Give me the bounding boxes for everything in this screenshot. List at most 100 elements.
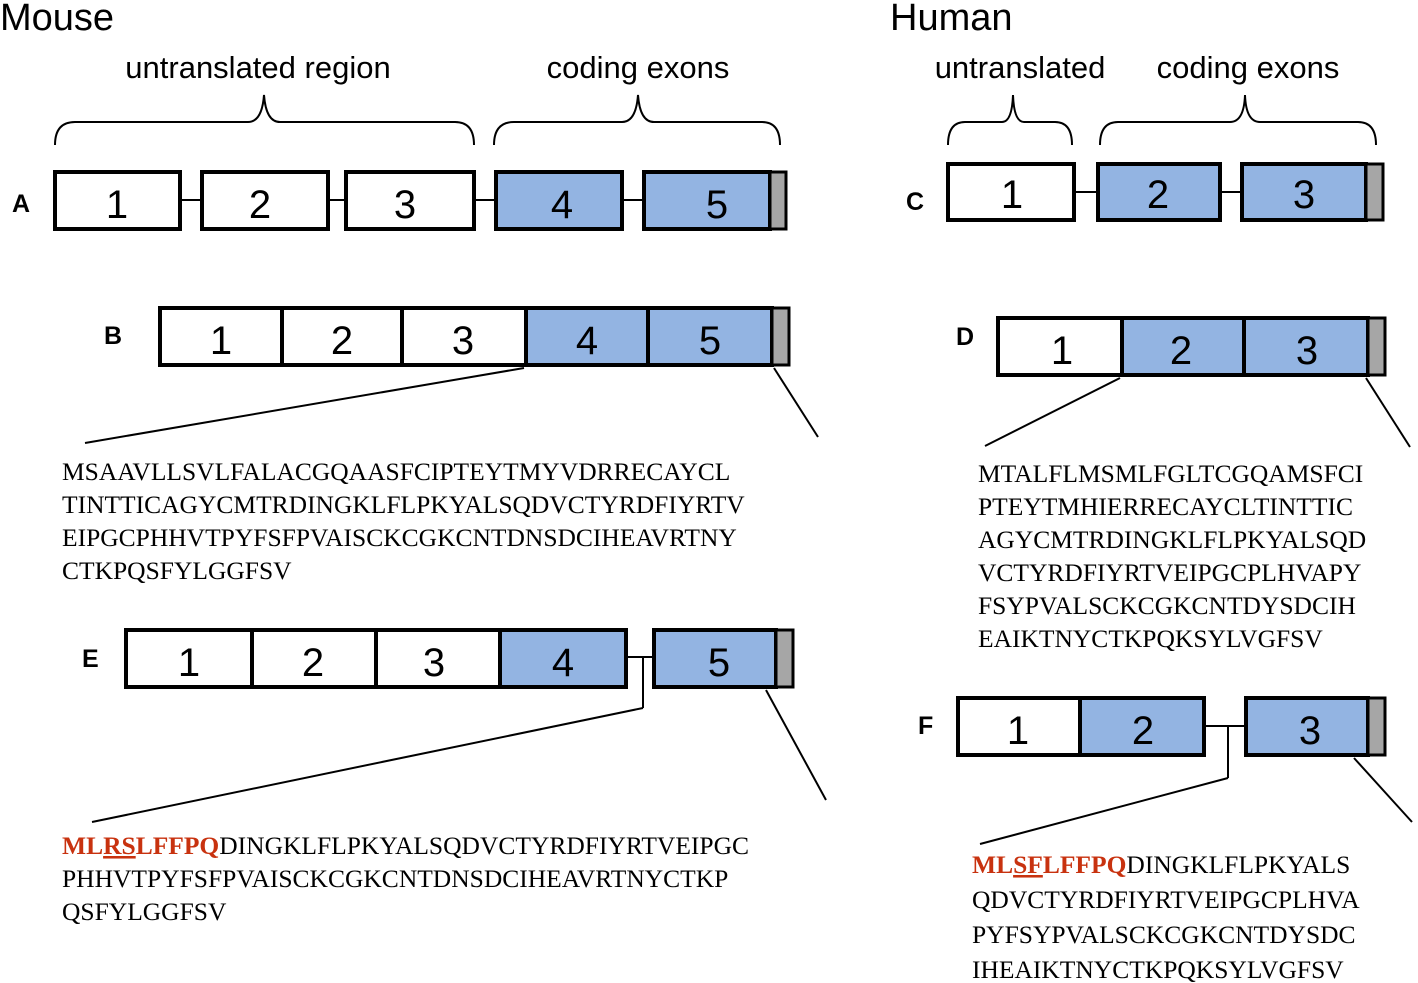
- sequence-line: AGYCMTRDINGKLFLPKYALSQD: [978, 525, 1366, 554]
- exon-box-2: [200, 170, 330, 231]
- exon-number: 1: [1007, 709, 1029, 753]
- exon-number: 4: [552, 641, 574, 685]
- exon-box-1: [158, 306, 284, 367]
- exon-box-3: [344, 170, 476, 231]
- human-coding-brace: [1099, 94, 1377, 146]
- signal-peptide: ML: [62, 831, 103, 860]
- exon-box-2: [1120, 316, 1246, 377]
- mutated-residues: RS: [103, 831, 136, 860]
- exon-number: 3: [1296, 329, 1318, 373]
- panel-b: B 1 2 3 4 5 MSAAVLLSVLFALACGQAASFCIPTEYT…: [62, 306, 819, 585]
- exon-number: 2: [331, 319, 353, 363]
- panel-letter-f: F: [918, 712, 933, 740]
- panel-letter-d: D: [956, 323, 974, 351]
- zoom-line-right: [765, 689, 827, 801]
- human-utr-brace: [947, 94, 1073, 146]
- zoom-line-right: [773, 367, 819, 438]
- exon-number: 3: [394, 183, 416, 227]
- exon-number: 3: [452, 319, 474, 363]
- exon-tail: [770, 306, 791, 367]
- zoom-line-right: [1365, 377, 1411, 448]
- sequence-line: MSAAVLLSVLFALACGQAASFCIPTEYTMYVDRRECAYCL: [62, 457, 730, 486]
- mouse-utr-label: untranslated region: [125, 50, 390, 85]
- exon-number: 5: [708, 641, 730, 685]
- exon-box-4: [494, 170, 624, 231]
- panel-f: F 1 2 3 MLSFLFFPQDINGKLFLPKYALS QDVCTYRD…: [918, 696, 1413, 983]
- zoom-line-left: [984, 377, 1121, 447]
- sequence-line: PYFSYPVALSCKCGKCNTDYSDC: [972, 920, 1356, 949]
- exon-number: 1: [210, 319, 232, 363]
- exon-number: 2: [1147, 173, 1169, 217]
- exon-box-1: [956, 696, 1082, 757]
- panel-letter-e: E: [82, 645, 99, 673]
- mouse-heading: Mouse: [0, 0, 114, 39]
- mutated-residues: SF: [1013, 850, 1043, 879]
- sequence-line: TINTTICAGYCMTRDINGKLFLPKYALSQDVCTYRDFIYR…: [62, 490, 745, 519]
- signal-peptide: LFFPQ: [1043, 850, 1127, 879]
- panel-a: A 1 2 3 4 5: [12, 170, 788, 231]
- exon-box-2: [1096, 162, 1222, 222]
- exon-number: 2: [1132, 709, 1154, 753]
- exon-tail: [774, 628, 795, 689]
- sequence-line: EIPGCPHHVTPYFSFPVAISCKCGKCNTDNSDCIHEAVRT…: [62, 523, 737, 552]
- exon-box-1: [53, 170, 182, 231]
- panel-e: E 1 2 3 4 5 MLRSLFFPQDINGKLFLPKYALSQDVCT…: [62, 628, 827, 926]
- sequence-line: VCTYRDFIYRTVEIPGCPLHVAPY: [978, 558, 1361, 587]
- mouse-coding-label: coding exons: [547, 50, 730, 85]
- exon-tail: [768, 170, 788, 231]
- exon-number: 2: [302, 641, 324, 685]
- human-coding-label: coding exons: [1157, 50, 1340, 85]
- exon-number: 2: [249, 183, 271, 227]
- exon-number: 3: [423, 641, 445, 685]
- panel-letter-b: B: [104, 322, 122, 350]
- zoom-line-left: [91, 707, 644, 823]
- exon-box-5: [646, 306, 774, 367]
- sequence-line: CTKPQSFYLGGFSV: [62, 556, 292, 585]
- exon-number: 2: [1170, 329, 1192, 373]
- exon-box-1: [996, 316, 1124, 377]
- exon-number: 3: [1293, 173, 1315, 217]
- signal-peptide: LFFPQ: [136, 831, 220, 860]
- exon-number: 5: [699, 319, 721, 363]
- exon-box-1: [124, 628, 254, 689]
- zoom-line-right: [1353, 757, 1413, 823]
- mouse-coding-brace: [493, 94, 781, 146]
- zoom-line-left: [979, 777, 1229, 845]
- exon-box-3: [1240, 162, 1368, 222]
- sequence-text: DINGKLFLPKYALSQDVCTYRDFIYRTVEIPGC: [219, 831, 749, 860]
- sequence-line: QDVCTYRDFIYRTVEIPGCPLHVA: [972, 885, 1360, 914]
- panel-letter-a: A: [12, 190, 30, 218]
- zoom-line-left: [84, 367, 525, 444]
- sequence-line: PHHVTPYFSFPVAISCKCGKCNTDNSDCIHEAVRTNYCTK…: [62, 864, 728, 893]
- exon-box-1: [946, 162, 1076, 222]
- exon-box-2: [1078, 696, 1206, 757]
- sequence-line: QSFYLGGFSV: [62, 897, 227, 926]
- sequence-line: FSYPVALSCKCGKCNTDYSDCIH: [978, 591, 1356, 620]
- panel-d: D 1 2 3 MTALFLMSMLFGLTCGQAMSFCI PTEYTMHI…: [956, 316, 1411, 653]
- signal-peptide: ML: [972, 850, 1013, 879]
- exon-box-5: [652, 628, 778, 689]
- exon-number: 4: [551, 183, 573, 227]
- sequence-text: DINGKLFLPKYALS: [1126, 850, 1350, 879]
- human-utr-label: untranslated: [935, 50, 1106, 85]
- exon-number: 1: [1001, 173, 1023, 217]
- exon-tail: [1366, 316, 1387, 377]
- exon-number: 1: [178, 641, 200, 685]
- exon-tail: [1364, 162, 1385, 222]
- human-heading: Human: [890, 0, 1013, 39]
- sequence-line: PTEYTMHIERRECAYCLTINTTIC: [978, 492, 1353, 521]
- exon-box-4: [498, 628, 628, 689]
- exon-number: 5: [706, 183, 728, 227]
- panel-c: C 1 2 3: [906, 162, 1385, 222]
- sequence-line-first: MLRSLFFPQDINGKLFLPKYALSQDVCTYRDFIYRTVEIP…: [62, 831, 749, 860]
- exon-number: 4: [576, 319, 598, 363]
- sequence-line: MTALFLMSMLFGLTCGQAMSFCI: [978, 459, 1363, 488]
- panel-letter-c: C: [906, 188, 924, 216]
- sequence-line: EAIKTNYCTKPQKSYLVGFSV: [978, 624, 1323, 653]
- exon-number: 1: [1051, 329, 1073, 373]
- mouse-utr-brace: [54, 94, 475, 146]
- sequence-line: IHEAIKTNYCTKPQKSYLVGFSV: [972, 955, 1344, 983]
- exon-number: 3: [1299, 709, 1321, 753]
- exon-tail: [1366, 696, 1387, 757]
